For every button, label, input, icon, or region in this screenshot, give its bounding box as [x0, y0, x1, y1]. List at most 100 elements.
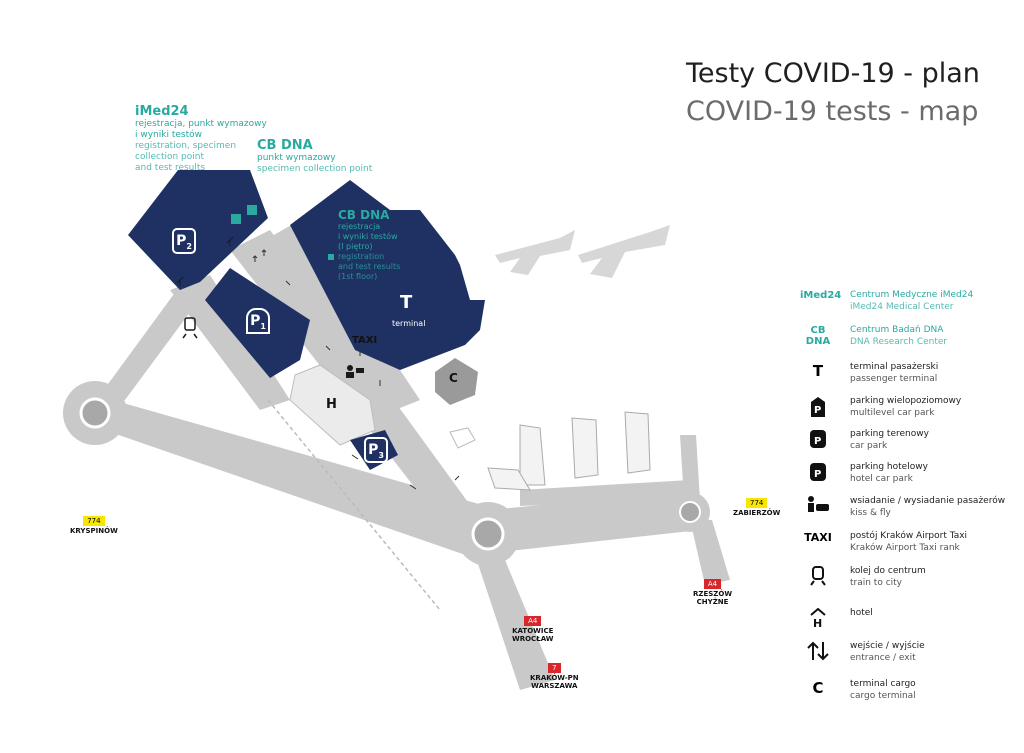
taxi-label: TAXI — [352, 335, 378, 346]
road-sign-code: A4 — [703, 579, 722, 589]
direction-arrows — [252, 249, 460, 490]
road-sign-zabierzow: 774 ZABIERZÓW — [733, 490, 780, 517]
cbdna-pl: punkt wymazowy — [257, 153, 336, 163]
p1-sub: 1 — [260, 321, 266, 331]
terminal-cbdna-name: CB DNA — [338, 208, 390, 222]
road-sign-place-2: CHYŻNE — [696, 598, 729, 606]
taxi-text: TAXI — [804, 531, 832, 544]
imed24-pl-line1: rejestracja, punkt wymazowy — [135, 119, 267, 129]
legend-row-cbdna: CB DNA Centrum Badań DNA DNA Research Ce… — [800, 325, 1020, 355]
cbdna-text: CB DNA — [805, 325, 831, 347]
legend-row-entrance-exit: wejście / wyjście entrance / exit — [800, 641, 1020, 671]
legend-en: multilevel car park — [850, 408, 935, 418]
road-sign-place-2: WARSZAWA — [531, 682, 578, 690]
road-sign-place-2: WROCŁAW — [512, 635, 554, 643]
legend-pl: terminal cargo — [850, 679, 916, 689]
cbdna-name: CB DNA — [257, 138, 313, 153]
road-sign-code: 7 — [548, 663, 561, 673]
hangars — [487, 411, 651, 491]
terminal-icon: T — [400, 292, 413, 313]
p3-letter: P — [368, 442, 379, 458]
imed24-marker — [247, 205, 257, 215]
legend-pl: parking wielopoziomowy — [850, 396, 962, 406]
multilevel-parking-icon: P — [800, 396, 836, 422]
cargo-terminal-block — [435, 358, 478, 405]
terminal-box-text: CB DNA rejestracja i wyniki testów (I pi… — [338, 208, 400, 282]
legend-en: entrance / exit — [850, 653, 916, 663]
p2-letter: P — [176, 233, 187, 249]
road-sign-code: A4 — [524, 616, 542, 626]
legend-pl: wejście / wyjście — [850, 641, 925, 651]
road-sign-place-1: RZESZÓW — [693, 590, 733, 598]
road-network — [95, 220, 730, 690]
svg-text:P: P — [814, 469, 821, 480]
legend-en: iMed24 Medical Center — [850, 302, 954, 312]
legend-pl: parking terenowy — [850, 429, 929, 439]
legend-row-imed24: iMed24 Centrum Medyczne iMed24 iMed24 Me… — [800, 290, 1020, 320]
kiss-and-fly-icon — [346, 365, 364, 378]
road-sign-rzeszow: A4 RZESZÓW CHYŻNE — [693, 571, 732, 606]
imed24-text: iMed24 — [800, 290, 842, 301]
p1-letter: P — [250, 313, 261, 329]
terminal-pl-3: (I piętro) — [338, 242, 373, 251]
entrance-exit-icon — [176, 236, 234, 286]
road-sign-code: 774 — [83, 516, 105, 526]
imed24-en-line3: and test results — [135, 163, 206, 173]
legend-row-terminal: T terminal pasażerski passenger terminal — [800, 362, 1020, 392]
legend-row-cargo: C terminal cargo cargo terminal — [800, 679, 1020, 709]
terminal-icon: T — [812, 362, 824, 380]
legend-en: hotel car park — [850, 474, 913, 484]
legend-row-p1: P parking wielopoziomowy multilevel car … — [800, 396, 1020, 426]
legend-pl: postój Kraków Airport Taxi — [850, 531, 968, 541]
legend-en: Kraków Airport Taxi rank — [850, 543, 960, 553]
parking-icon: P — [800, 429, 836, 453]
legend-en: train to city — [850, 578, 903, 588]
kiss-and-fly-icon — [800, 496, 836, 518]
entrance-exit-icon — [800, 641, 836, 665]
svg-text:P: P — [814, 405, 821, 416]
road-sign-place-1: KRAKÓW-PN — [530, 674, 579, 682]
cbdna-en: specimen collection point — [257, 164, 373, 174]
terminal-pl-1: rejestracja — [338, 222, 381, 231]
legend-pl: kolej do centrum — [850, 566, 926, 576]
svg-text:P: P — [814, 436, 821, 447]
airplane-icon — [578, 225, 670, 278]
parking-p1-icon: P1 — [246, 308, 270, 334]
hotel-icon: H — [326, 397, 337, 412]
legend-en: car park — [850, 441, 888, 451]
road-sign-katowice: A4 KATOWICE WROCŁAW — [512, 608, 554, 643]
road-sign-code: 774 — [745, 498, 768, 508]
legend-row-p3: P parking hotelowy hotel car park — [800, 462, 1020, 492]
imed24-callout: iMed24 rejestracja, punkt wymazowy i wyn… — [135, 104, 267, 174]
legend-pl: terminal pasażerski — [850, 362, 939, 372]
terminal-pl-2: i wyniki testów — [338, 232, 398, 241]
railway-line — [267, 399, 441, 611]
legend-pl: parking hotelowy — [850, 462, 928, 472]
imed24-name: iMed24 — [135, 104, 189, 119]
cbdna-marker — [328, 254, 334, 260]
airplane-icon — [495, 230, 575, 275]
terminal-en-3: (1st floor) — [338, 272, 378, 281]
p3-sub: 3 — [378, 450, 384, 460]
parking-p2-icon: P2 — [172, 228, 196, 254]
map-title-pl: Testy COVID-19 - plan — [686, 58, 980, 89]
terminal-en-2: and test results — [338, 262, 401, 271]
legend-row-train: kolej do centrum train to city — [800, 566, 1020, 596]
hotel-icon: H — [800, 607, 836, 632]
legend-en: kiss & fly — [850, 508, 891, 518]
cargo-icon: C — [449, 371, 458, 385]
legend-pl: Centrum Badań DNA — [850, 325, 944, 335]
legend-row-kiss-fly: wsiadanie / wysiadanie pasażerów kiss & … — [800, 496, 1020, 526]
imed24-pl-line2: i wyniki testów — [135, 130, 202, 140]
road-sign-place: KRYSPINÓW — [70, 527, 118, 535]
svg-text:H: H — [813, 617, 822, 628]
imed24-marker — [231, 214, 241, 224]
imed24-en-line1: registration, specimen — [135, 141, 237, 151]
parking-p1-block — [205, 268, 310, 378]
legend-pl: Centrum Medyczne iMed24 — [850, 290, 974, 300]
road-sign-place: ZABIERZÓW — [733, 509, 781, 517]
legend-row-hotel: H hotel — [800, 607, 1020, 638]
legend-en: DNA Research Center — [850, 337, 948, 347]
terminal-en-1: registration — [338, 252, 385, 261]
